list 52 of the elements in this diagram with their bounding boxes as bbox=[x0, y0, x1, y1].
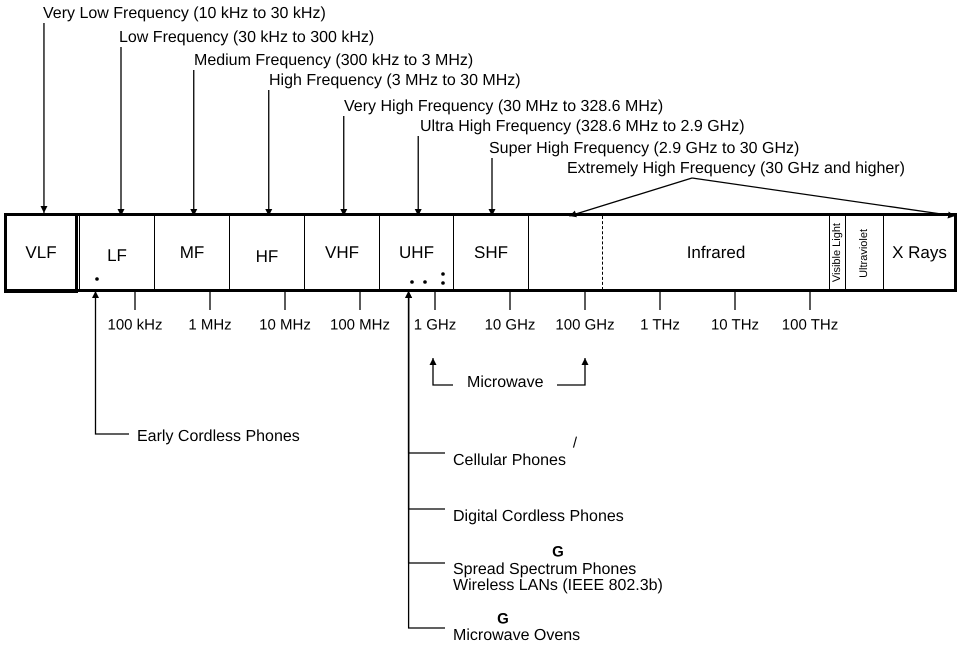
application-label: Microwave Ovens bbox=[453, 627, 580, 645]
band-cell: SHF bbox=[453, 216, 528, 290]
tick-label: 100 kHz bbox=[107, 316, 163, 334]
band-cell: UHF bbox=[379, 216, 453, 290]
application-label: Spread Spectrum Phones Wireless LANs (IEEE 802.3b) bbox=[453, 562, 663, 594]
arrow bbox=[118, 47, 124, 216]
arrow bbox=[488, 158, 496, 216]
band-label: Medium Frequency (300 kHz to 3 MHz) bbox=[194, 52, 474, 70]
arrow bbox=[40, 23, 48, 213]
band-label: Low Frequency (30 kHz to 300 kHz) bbox=[119, 29, 374, 47]
tick-label: 10 MHz bbox=[259, 316, 311, 334]
arrow bbox=[190, 70, 198, 216]
band-label: Ultra High Frequency (328.6 MHz to 2.9 GHz) bbox=[420, 118, 745, 136]
tick-label: 10 THz bbox=[710, 316, 760, 334]
application-label: Digital Cordless Phones bbox=[453, 508, 624, 526]
arrow bbox=[265, 90, 272, 216]
symbol-label: G bbox=[552, 544, 564, 560]
band-label: Extremely High Frequency (30 GHz and higher) bbox=[567, 160, 905, 178]
symbol-label: G bbox=[497, 610, 509, 628]
band-label: High Frequency (3 MHz to 30 MHz) bbox=[269, 72, 521, 90]
range-label: Microwave bbox=[467, 374, 544, 392]
band-cell: MF bbox=[154, 216, 229, 290]
tick-label: 100 MHz bbox=[330, 316, 390, 334]
band-cell: VHF bbox=[304, 216, 379, 290]
leader-arrow bbox=[92, 291, 129, 435]
band-label: Super High Frequency (2.9 GHz to 30 GHz) bbox=[489, 140, 800, 158]
band-label: Very Low Frequency (10 kHz to 30 kHz) bbox=[43, 5, 326, 23]
arrow bbox=[414, 136, 422, 216]
band-cell: VLF bbox=[4, 213, 78, 293]
tick-label: 100 GHz bbox=[555, 316, 615, 334]
tick-label: 100 THz bbox=[782, 316, 838, 334]
arrow bbox=[569, 177, 692, 218]
band-cell: Ultraviolet bbox=[845, 216, 883, 290]
symbol-label: / bbox=[572, 434, 578, 452]
application-label: Early Cordless Phones bbox=[137, 428, 300, 446]
band-cell bbox=[528, 216, 603, 290]
tick-label: 1 GHz bbox=[414, 316, 456, 334]
bracket-arrow bbox=[557, 358, 588, 386]
band-label: Very High Frequency (30 MHz to 328.6 MHz) bbox=[344, 98, 664, 116]
application-label: Cellular Phones bbox=[453, 452, 566, 470]
tick-label: 10 GHz bbox=[484, 316, 536, 334]
band-cell: Infrared bbox=[603, 216, 829, 290]
tick-label: 1 MHz bbox=[188, 316, 232, 334]
bracket-arrow bbox=[430, 358, 453, 386]
arrow bbox=[340, 116, 348, 216]
leader-arrow bbox=[405, 291, 445, 629]
tick-label: 1 THz bbox=[640, 316, 680, 334]
band-cell: Visible Light bbox=[829, 216, 845, 290]
arrow bbox=[692, 177, 956, 218]
band-cell: HF bbox=[229, 216, 304, 290]
band-cell: X Rays bbox=[883, 216, 955, 290]
band-cell: LF bbox=[79, 216, 154, 290]
